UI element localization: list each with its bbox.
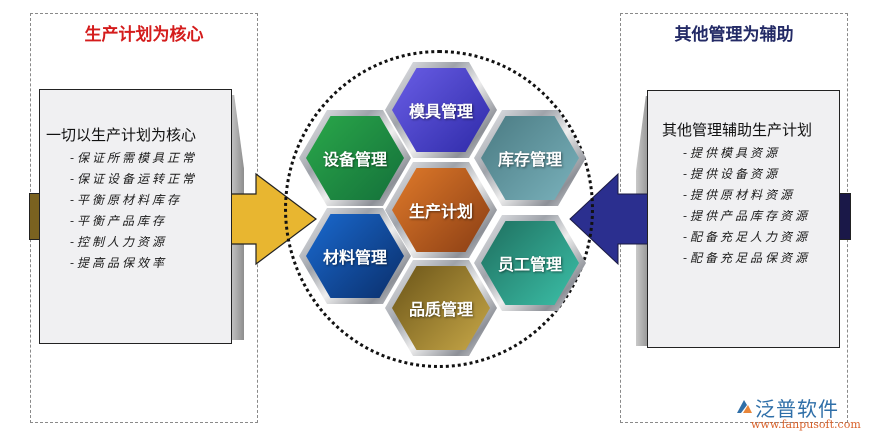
dotted-circle: [284, 50, 594, 368]
hex-inventory-management: 库存管理: [474, 110, 586, 206]
list-item: -保证所需模具正常: [70, 151, 198, 165]
right-text-box: 其他管理辅助生产计划 -提供模具资源 -提供设备资源 -提供原材料资源 -提供产…: [647, 90, 840, 348]
hex-quality-management: 品质管理: [385, 260, 497, 356]
hex-label: 模具管理: [408, 102, 473, 121]
hex-equipment-management: 设备管理: [299, 110, 411, 206]
list-item: -配备充足人力资源: [683, 230, 811, 244]
left-box-list: -保证所需模具正常 -保证设备运转正常 -平衡原材料库存 -平衡产品库存 -控制…: [70, 148, 197, 274]
right-box-heading: 其他管理辅助生产计划: [662, 121, 813, 139]
hex-mold-management: 模具管理: [385, 62, 497, 158]
list-item: -提供设备资源: [683, 167, 781, 181]
hex-production-plan: 生产计划: [385, 162, 497, 258]
right-panel-title: 其他管理为辅助: [674, 25, 794, 45]
brand-logo: 泛普软件 www.fanpusoft.com: [735, 395, 861, 437]
hex-label: 员工管理: [497, 255, 562, 274]
logo-mark-icon: [737, 400, 752, 413]
hex-label: 生产计划: [408, 202, 473, 221]
logo-text: 泛普软件: [755, 397, 839, 421]
list-item: -提供产品库存资源: [683, 209, 811, 223]
list-item: -平衡产品库存: [70, 214, 168, 228]
right-box-list: -提供模具资源 -提供设备资源 -提供原材料资源 -提供产品库存资源 -配备充足…: [683, 143, 810, 269]
list-item: -提高品保效率: [70, 256, 168, 270]
list-item: -提供原材料资源: [683, 188, 796, 202]
left-panel-title: 生产计划为核心: [84, 25, 204, 45]
left-text-box: 一切以生产计划为核心 -保证所需模具正常 -保证设备运转正常 -平衡原材料库存 …: [39, 89, 232, 344]
right-connector-bar: [839, 193, 851, 240]
logo-url: www.fanpusoft.com: [751, 418, 861, 431]
list-item: -保证设备运转正常: [70, 172, 198, 186]
list-item: -平衡原材料库存: [70, 193, 183, 207]
list-item: -配备充足品保资源: [683, 251, 811, 265]
hex-label: 库存管理: [497, 150, 562, 169]
hex-label: 材料管理: [322, 248, 387, 267]
list-item: -提供模具资源: [683, 146, 781, 160]
hex-label: 品质管理: [408, 300, 473, 319]
left-box-heading: 一切以生产计划为核心: [46, 126, 197, 144]
hex-material-management: 材料管理: [299, 208, 411, 304]
hex-label: 设备管理: [322, 150, 387, 169]
list-item: -控制人力资源: [70, 235, 168, 249]
hex-staff-management: 员工管理: [474, 215, 586, 311]
